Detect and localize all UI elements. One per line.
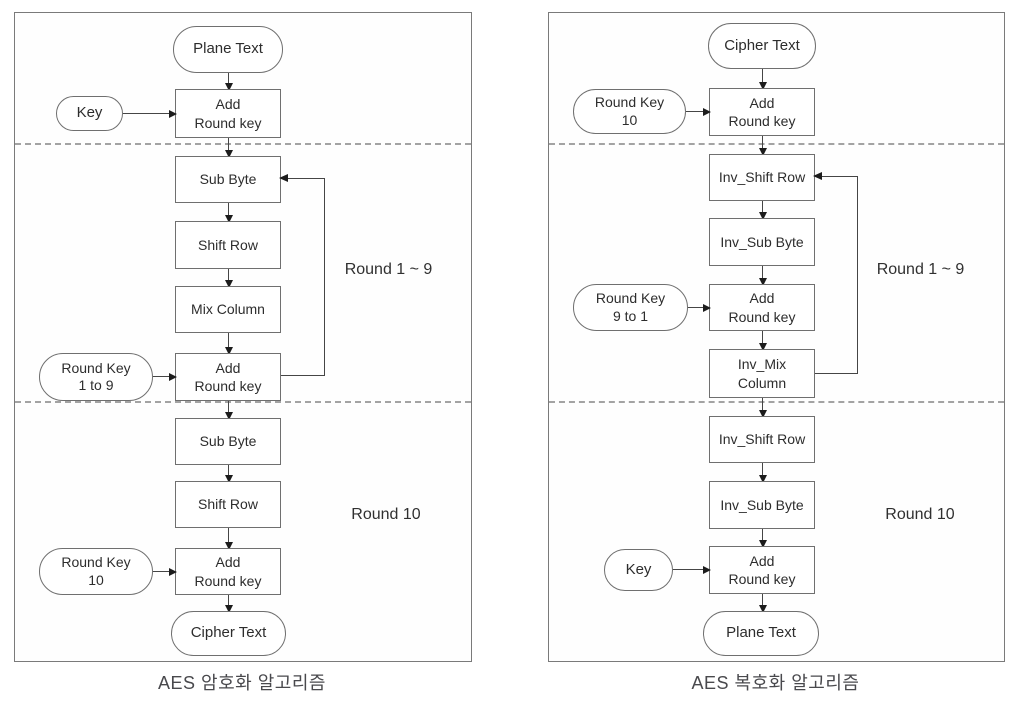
arrow-down — [759, 331, 767, 351]
arrow-down — [225, 138, 233, 158]
arrow-down — [225, 595, 233, 613]
dec-round-loop-arrow — [813, 172, 858, 374]
enc-round-loop-arrow — [279, 174, 325, 376]
dec-round-10-label: Round 10 — [885, 506, 955, 523]
arrow-down — [759, 463, 767, 483]
arrow-down — [759, 594, 767, 613]
box-label-line: Add — [749, 94, 775, 111]
arrow-right — [688, 304, 711, 312]
dec-add-round-key-initial: Add Round key — [709, 88, 815, 136]
arrow-down — [225, 465, 233, 483]
arrow-down — [759, 398, 767, 418]
enc-plane-text-terminal: Plane Text — [173, 26, 283, 73]
decryption-caption: AES 복호화 알고리즘 — [691, 673, 860, 693]
dec-plane-text-terminal: Plane Text — [703, 611, 819, 656]
box-label-line: Round key — [194, 572, 262, 589]
arrow-down — [759, 266, 767, 286]
decryption-panel: Cipher Text Add Round key Round Key 10 I… — [548, 12, 1005, 662]
arrow-down — [225, 333, 233, 355]
dec-inv-sub-byte-2: Inv_Sub Byte — [709, 481, 815, 529]
enc-round-1-9-label: Round 1 ~ 9 — [344, 261, 433, 278]
enc-add-round-key-final: Add Round key — [175, 548, 281, 595]
arrow-down — [225, 203, 233, 223]
arrow-down — [225, 73, 233, 91]
oval-label-line: 10 — [621, 111, 638, 128]
dec-round-1-9-label: Round 1 ~ 9 — [876, 261, 965, 278]
box-label-line: Add — [215, 359, 241, 376]
box-label-line: Add — [749, 290, 775, 307]
arrow-right — [673, 566, 711, 574]
arrow-down — [759, 69, 767, 90]
box-label-line: Add — [215, 96, 241, 113]
box-label-line: Round key — [728, 571, 796, 587]
dashed-separator — [15, 143, 471, 145]
arrow-down — [759, 201, 767, 220]
dashed-separator — [549, 401, 1004, 403]
dec-add-round-key-final: Add Round key — [709, 546, 815, 594]
arrow-right — [153, 568, 177, 576]
arrow-right — [123, 110, 177, 118]
arrow-right — [686, 108, 711, 116]
dashed-separator — [15, 401, 471, 403]
arrow-down — [225, 528, 233, 550]
arrow-down — [225, 269, 233, 288]
enc-shift-row-2: Shift Row — [175, 481, 281, 528]
box-label-line: Round key — [194, 378, 262, 394]
box-label-line: Round key — [728, 308, 796, 325]
enc-round-key-1-9-terminal: Round Key 1 to 9 — [39, 353, 153, 401]
oval-label-line: 10 — [88, 571, 104, 588]
dashed-separator — [549, 143, 1004, 145]
box-label-line: Column — [737, 374, 787, 391]
enc-sub-byte-2: Sub Byte — [175, 418, 281, 465]
dec-round-key-9-1-terminal: Round Key 9 to 1 — [573, 284, 688, 331]
box-label-line: Round key — [194, 114, 262, 131]
dec-key-terminal: Key — [604, 549, 673, 591]
dec-inv-shift-row-1: Inv_Shift Row — [709, 154, 815, 201]
enc-round-10-label: Round 10 — [351, 506, 421, 523]
oval-label-line: 9 to 1 — [612, 307, 649, 324]
dec-inv-mix-column: Inv_Mix Column — [709, 349, 815, 398]
arrow-down — [225, 401, 233, 420]
oval-label-line: Round Key — [594, 94, 665, 110]
encryption-caption: AES 암호화 알고리즘 — [158, 673, 326, 693]
dec-add-round-key-main: Add Round key — [709, 284, 815, 331]
oval-label-line: Round Key — [595, 290, 666, 306]
dec-round-key-10-terminal: Round Key 10 — [573, 89, 686, 134]
enc-round-key-10-terminal: Round Key 10 — [39, 548, 153, 595]
oval-label-line: Round Key — [61, 359, 131, 376]
oval-label-line: 1 to 9 — [78, 377, 114, 393]
encryption-panel: Plane Text Add Round key Key Sub Byte Sh… — [14, 12, 472, 662]
arrow-down — [759, 136, 767, 156]
enc-add-round-key-initial: Add Round key — [175, 89, 281, 138]
arrow-down — [759, 529, 767, 548]
box-label-line: Add — [215, 554, 241, 571]
enc-cipher-text-terminal: Cipher Text — [171, 611, 286, 656]
box-label-line: Round key — [728, 113, 796, 129]
dec-cipher-text-terminal: Cipher Text — [708, 23, 816, 69]
oval-label-line: Round Key — [61, 554, 131, 570]
dec-inv-shift-row-2: Inv_Shift Row — [709, 416, 815, 463]
enc-add-round-key-main: Add Round key — [175, 353, 281, 401]
enc-shift-row-1: Shift Row — [175, 221, 281, 269]
enc-mix-column: Mix Column — [175, 286, 281, 333]
box-label-line: Add — [749, 552, 775, 569]
dec-inv-sub-byte-1: Inv_Sub Byte — [709, 218, 815, 266]
enc-sub-byte-1: Sub Byte — [175, 156, 281, 203]
box-label-line: Inv_Mix — [737, 356, 787, 373]
arrow-right — [153, 373, 177, 381]
enc-key-terminal: Key — [56, 96, 123, 131]
